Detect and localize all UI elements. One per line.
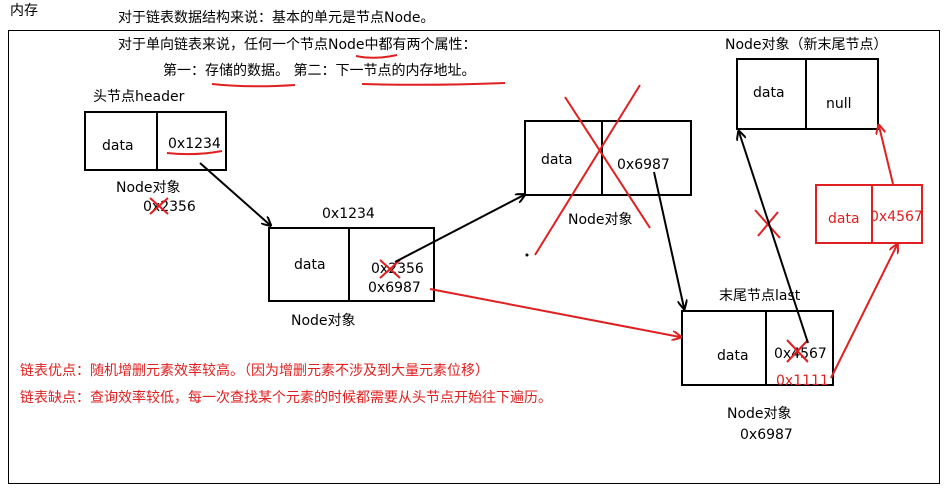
underline-head-next	[166, 150, 223, 156]
second-node-next-new: 0x6987	[368, 280, 421, 296]
last-node-caption: 末尾节点last	[719, 288, 801, 304]
strike-second-next-old	[379, 259, 401, 279]
deleted-node-divider	[601, 122, 603, 194]
red-node-divider	[871, 186, 873, 242]
red-node-data: data	[828, 211, 860, 227]
intro-line-1: 对于链表数据结构来说：基本的单元是节点Node。	[118, 10, 435, 26]
intro-line-3: 第一：存储的数据。 第二：下一节点的内存地址。	[163, 63, 476, 79]
arrow-second-to-deleted	[394, 195, 524, 263]
head-node-object-label: Node对象	[116, 180, 181, 196]
advantage-note: 链表优点：随机增删元素效率较高。（因为增删元素不涉及到大量元素位移）	[20, 363, 489, 379]
last-node-next-new: 0x1111	[776, 373, 829, 389]
last-node-data: data	[717, 348, 749, 364]
underline-data	[211, 83, 296, 88]
memory-frame	[8, 30, 940, 484]
arrow-last-to-red-node	[830, 245, 897, 379]
deleted-node-next: 0x6987	[617, 157, 670, 173]
head-node-caption: 头节点header	[93, 89, 185, 105]
second-node-address-label: 0x1234	[322, 206, 375, 222]
arrow-second-to-last	[429, 288, 680, 337]
red-node-box: data 0x4567	[815, 184, 923, 244]
new-tail-next: null	[826, 96, 852, 112]
new-tail-data: data	[753, 85, 785, 101]
deleted-node-box: data 0x6987	[524, 120, 692, 196]
intro-line-2: 对于单向链表来说，任何一个节点Node中都有两个属性：	[118, 37, 477, 53]
strike-deleted-node	[534, 84, 651, 256]
stray-dot	[525, 253, 529, 257]
strike-old-link	[754, 209, 781, 239]
memory-label: 内存	[10, 3, 38, 19]
deleted-node-data: data	[541, 152, 573, 168]
last-node-address: 0x6987	[740, 427, 793, 443]
head-node-box: data 0x1234	[84, 111, 227, 171]
underline-node	[355, 54, 398, 59]
new-tail-box: data null	[736, 58, 879, 130]
last-node-box: data 0x4567 0x1111	[681, 310, 834, 389]
new-tail-divider	[805, 60, 807, 128]
arrow-red-node-to-new-tail	[879, 126, 894, 185]
last-node-divider	[765, 312, 767, 384]
last-node-object-label: Node对象	[727, 406, 792, 422]
head-node-divider	[156, 113, 158, 169]
head-node-next: 0x1234	[168, 136, 221, 152]
arrow-head-to-second	[199, 162, 270, 225]
strike-head-address	[149, 197, 169, 215]
underline-address	[361, 82, 506, 86]
strike-last-next-old	[786, 339, 809, 363]
deleted-node-object-label: Node对象	[568, 212, 633, 228]
red-node-next: 0x4567	[870, 209, 923, 225]
second-node-data: data	[294, 257, 326, 273]
arrow-last-to-new-tail	[739, 132, 809, 344]
second-node-divider	[348, 229, 350, 300]
head-node-data: data	[102, 138, 134, 154]
disadvantage-note: 链表缺点：查询效率较低，每一次查找某个元素的时候都需要从头节点开始往下遍历。	[20, 390, 552, 406]
second-node-object-label: Node对象	[291, 313, 356, 329]
arrow-deleted-to-last	[653, 171, 684, 308]
new-tail-caption: Node对象（新末尾节点）	[725, 37, 888, 53]
